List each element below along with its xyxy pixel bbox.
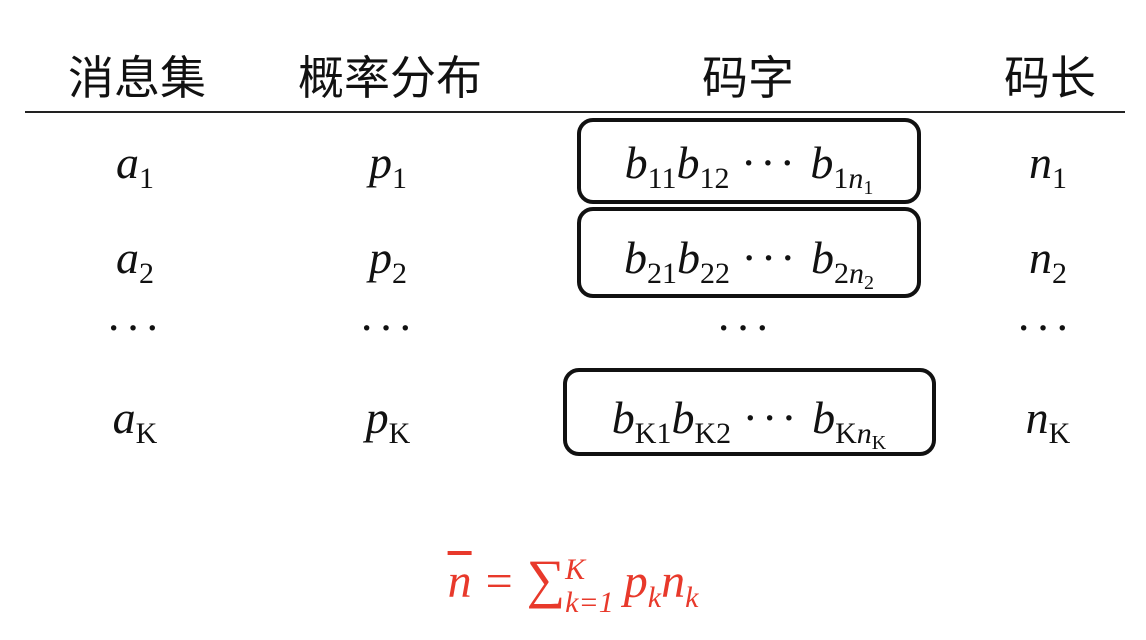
message-aK: aK [112, 392, 158, 450]
header-messages: 消息集 [68, 51, 206, 105]
prob-p2: p2 [369, 232, 407, 290]
length-n2: n2 [1029, 232, 1067, 290]
codeword-box-1 [577, 118, 921, 204]
codeword-box-2 [577, 207, 921, 298]
length-n1: n1 [1029, 137, 1067, 195]
ellipsis-messages: ··· [106, 302, 164, 353]
message-a2: a2 [116, 232, 154, 290]
header-length: 码长 [1004, 51, 1096, 105]
codeword-box-K [563, 368, 936, 456]
header-probability: 概率分布 [298, 51, 482, 105]
codeword-2: b21b22 ··· b2n2 [624, 232, 874, 294]
header-rule [25, 111, 1125, 113]
header-codeword: 码字 [702, 51, 794, 105]
prob-p1: p1 [369, 137, 407, 195]
ellipsis-probability: ··· [359, 302, 417, 353]
prob-pK: pK [365, 392, 411, 450]
codeword-K: bK1bK2 ··· bKnK [611, 392, 887, 454]
ellipsis-codeword: ··· [716, 302, 774, 353]
codeword-1: b11b12 ··· b1n1 [624, 137, 874, 199]
length-nK: nK [1025, 392, 1071, 450]
message-a1: a1 [116, 137, 154, 195]
ellipsis-length: ··· [1016, 302, 1074, 353]
